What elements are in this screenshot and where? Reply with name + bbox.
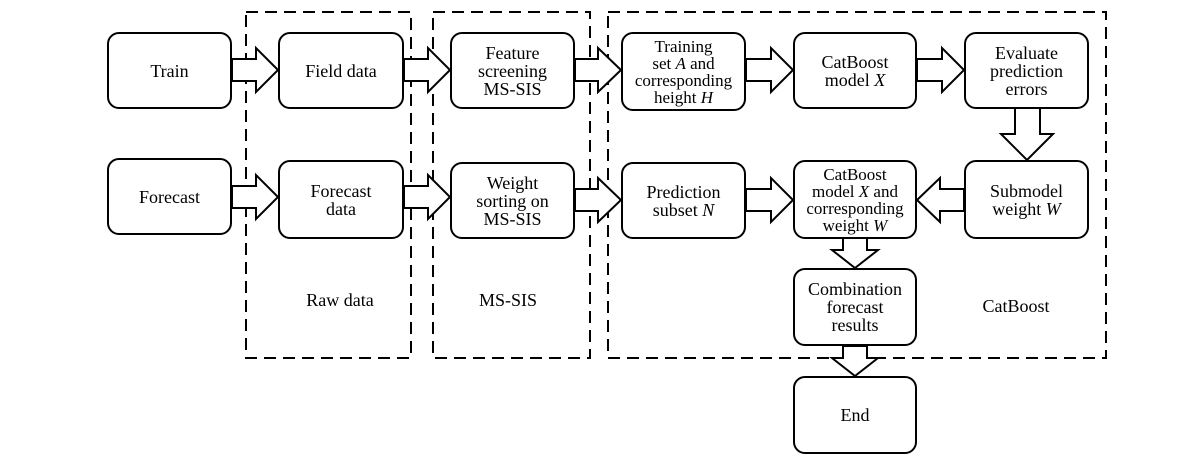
group-frame-raw-data <box>245 11 412 359</box>
node-combination: Combination forecast results <box>793 268 917 346</box>
node-forecast: Forecast <box>107 158 232 235</box>
text-line: model X <box>824 69 886 90</box>
arrow-forecast-to-forecast-data <box>231 172 280 222</box>
text-line: results <box>831 315 879 335</box>
text-line: Training <box>654 36 713 56</box>
text-line: CatBoost <box>821 51 889 72</box>
text-line: screening <box>478 60 547 81</box>
text-line: subset N <box>652 199 715 220</box>
text-line: Submodel <box>989 180 1063 201</box>
arrow-train-to-field-data <box>231 45 280 95</box>
node-prediction-subset-label: Prediction subset N <box>647 183 721 219</box>
text-line: model X and <box>812 181 898 201</box>
node-feature-screening: Feature screening MS-SIS <box>450 32 575 109</box>
text-line: prediction <box>990 60 1063 81</box>
group-frame-ms-sis <box>432 11 591 359</box>
text-line: Feature <box>485 42 540 63</box>
group-label-ms-sis: MS-SIS <box>478 290 538 310</box>
arrow-field-data-to-feature-screening <box>403 45 452 95</box>
node-train: Train <box>107 32 232 109</box>
text-line: Forecast <box>310 180 372 201</box>
arrow-catboost-weighted-to-combination <box>829 237 881 270</box>
node-weight-sorting-label: Weight sorting on MS-SIS <box>476 174 549 228</box>
node-weight-sorting: Weight sorting on MS-SIS <box>450 162 575 239</box>
node-training-set-label: Training set A and corresponding height … <box>635 38 732 106</box>
arrow-catboost-model-to-evaluate <box>916 45 966 95</box>
node-evaluate: Evaluate prediction errors <box>964 32 1089 109</box>
text-line: weight W <box>822 215 888 235</box>
text-line: height H <box>653 87 713 107</box>
text-line: Evaluate <box>995 42 1058 63</box>
arrow-weight-sorting-to-prediction-subset <box>574 175 623 225</box>
text-line: forecast <box>826 297 884 317</box>
arrow-evaluate-to-submodel-weight <box>998 107 1056 162</box>
node-catboost-model: CatBoost model X <box>793 32 917 109</box>
node-combination-label: Combination forecast results <box>808 280 902 334</box>
arrow-training-set-to-catboost-model <box>745 45 795 95</box>
text-line: set A and <box>652 53 715 73</box>
text-line: corresponding <box>634 70 733 90</box>
text-line: Weight <box>486 172 539 193</box>
text-line: errors <box>1005 78 1048 99</box>
node-evaluate-label: Evaluate prediction errors <box>990 44 1063 98</box>
node-field-data: Field data <box>278 32 404 109</box>
text-line: CatBoost <box>823 164 887 184</box>
arrow-submodel-weight-to-catboost-weighted <box>915 175 965 225</box>
arrow-combination-to-end <box>829 345 881 378</box>
node-catboost-model-label: CatBoost model X <box>821 53 888 89</box>
node-catboost-weighted: CatBoost model X and corresponding weigh… <box>793 160 917 239</box>
node-feature-screening-label: Feature screening MS-SIS <box>478 44 547 98</box>
node-forecast-data-label: Forecast data <box>311 182 372 218</box>
node-catboost-weighted-label: CatBoost model X and corresponding weigh… <box>806 166 903 234</box>
arrow-forecast-data-to-weight-sorting <box>403 172 452 222</box>
node-training-set: Training set A and corresponding height … <box>621 32 746 111</box>
node-submodel-weight-label: Submodel weight W <box>990 182 1063 218</box>
node-field-data-label: Field data <box>305 60 377 81</box>
group-label-raw-data: Raw data <box>306 290 374 310</box>
node-train-label: Train <box>150 60 189 81</box>
text-line: Prediction <box>646 181 721 202</box>
node-end: End <box>793 376 917 454</box>
text-line: sorting on <box>476 190 549 211</box>
arrow-feature-screening-to-training-set <box>574 45 623 95</box>
text-line: MS-SIS <box>483 78 542 99</box>
text-line: weight W <box>992 198 1061 219</box>
group-label-catboost: CatBoost <box>982 296 1050 316</box>
text-line: MS-SIS <box>483 208 542 229</box>
node-forecast-data: Forecast data <box>278 160 404 239</box>
text-line: corresponding <box>806 198 904 218</box>
text-line: data <box>326 198 356 219</box>
node-forecast-label: Forecast <box>139 186 200 207</box>
node-prediction-subset: Prediction subset N <box>621 162 746 239</box>
node-end-label: End <box>840 405 870 425</box>
text-line: Combination <box>808 279 902 299</box>
node-submodel-weight: Submodel weight W <box>964 160 1089 239</box>
arrow-prediction-subset-to-catboost-weighted <box>745 175 795 225</box>
